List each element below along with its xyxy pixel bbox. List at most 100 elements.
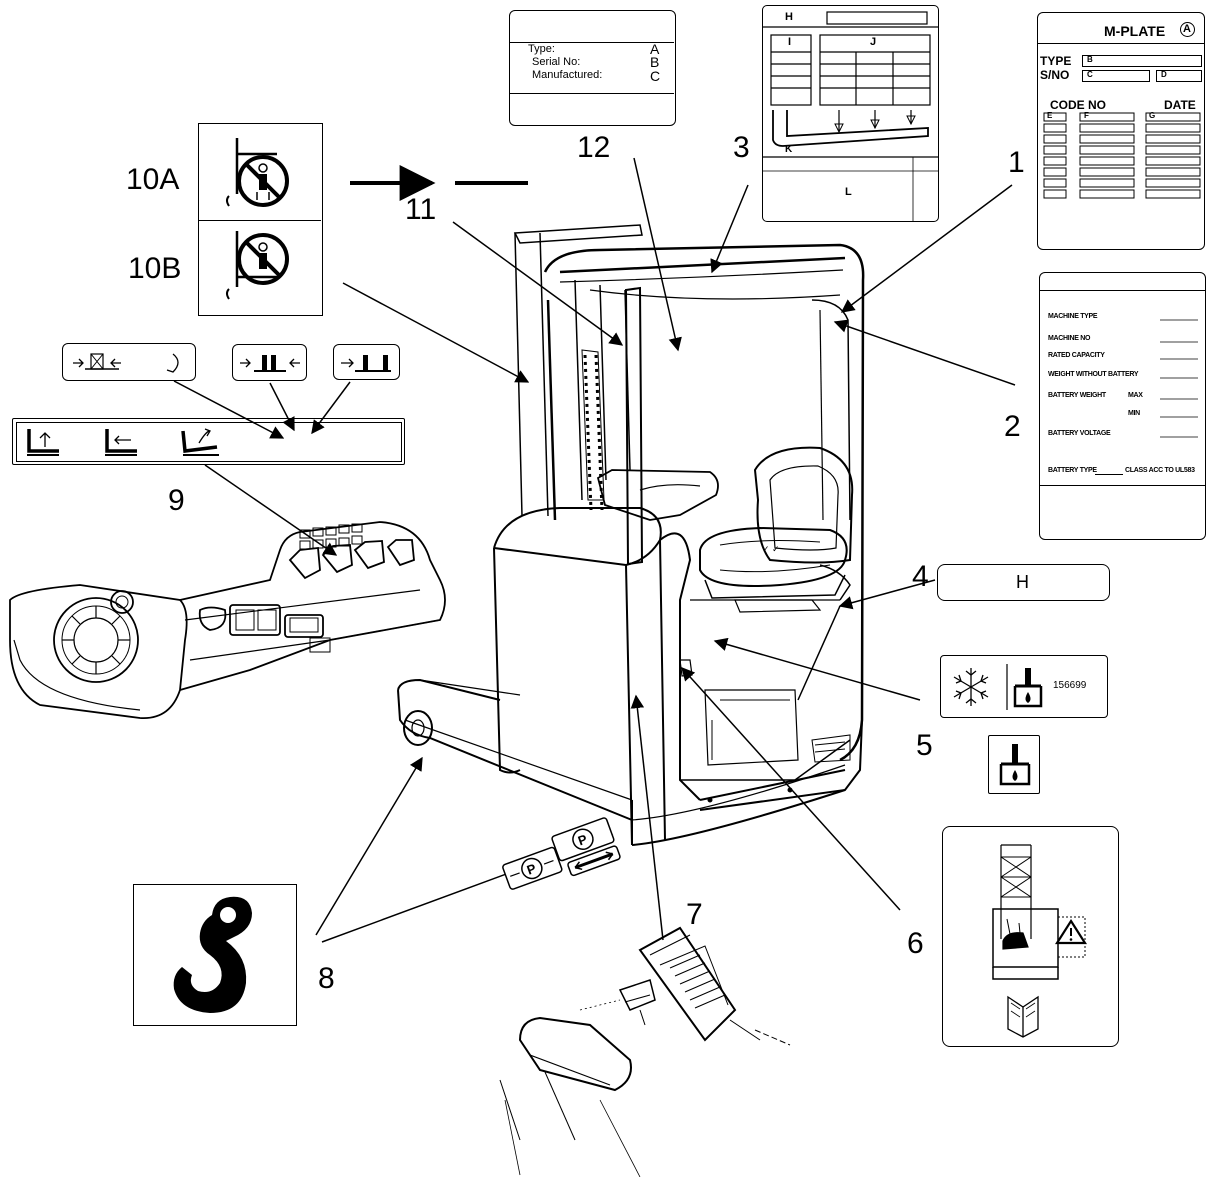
decal-6-artwork [992,844,1088,1038]
battery-voltage-label: BATTERY VOLTAGE [1048,430,1111,437]
snowflake-icon [953,668,989,706]
tilt-icon [181,428,219,456]
lift-icon [27,429,59,456]
lower-icon [105,429,137,456]
circle-a-label: A [1183,23,1191,35]
decal-4-label: H [1016,572,1029,592]
pedal-area [499,926,791,1177]
decal-10-no-passenger [198,123,323,316]
m-plate-date-label: DATE [1164,98,1196,112]
no-passenger-icon [226,231,289,300]
hook-icon [173,896,252,1013]
battery-weight-max-label: MAX [1128,392,1143,399]
capacity-plate-grid [763,11,938,221]
truck-mini-icon [992,844,1059,980]
class-acc-label: CLASS ACC TO UL583 [1125,467,1195,474]
callout-9: 9 [168,484,185,517]
machine-plate: MACHINE TYPE MACHINE NO RATED CAPACITY W… [1039,272,1206,540]
circle-a-badge: A [1180,22,1195,37]
hydraulic-oil-icon [1013,668,1043,708]
pedal-tread [669,954,726,1009]
decal-9-tilt-rotate [62,343,196,381]
svg-text:✓ ✓: ✓ ✓ [762,544,780,554]
side-shift-icon [240,355,300,372]
m-plate-g-label: G [1149,111,1156,120]
callout-7: 7 [686,898,703,931]
callout-12: 12 [577,131,611,164]
truck-body [397,507,863,846]
machine-plate-bottom-rule [1040,485,1205,486]
decal-9-lift-lower-tilt [12,418,405,465]
m-plate-d-box: D [1156,70,1202,82]
guard-post [624,286,644,566]
reach-icon [341,355,391,372]
callout-10a: 10A [126,163,180,196]
decal-6-read-manual [942,826,1119,1047]
armrest-console [596,469,719,521]
decal-5-part-no: 156699 [1053,680,1087,691]
callout-6: 6 [907,927,924,960]
rated-capacity-label: RATED CAPACITY [1048,352,1105,359]
battery-type-label: BATTERY TYPE [1048,467,1097,474]
callout-lines [173,157,1016,943]
mast-chain [583,354,604,511]
decal-7-parking-brake: P P [502,817,621,890]
warning-triangle-icon [1054,916,1088,958]
no-passenger-icon [226,138,289,207]
battery-type-blank [1095,474,1123,475]
capacity-k-label: K [785,144,793,155]
decal-9-reach [333,344,400,380]
operator-seat: ✓ ✓ [699,446,854,601]
type-plate-bottom-rule [510,93,674,94]
decal-9-side-shift [232,344,307,381]
m-plate-sno-label: S/NO [1040,68,1070,82]
capacity-i-label: I [788,36,792,48]
weight-without-battery-label: WEIGHT WITHOUT BATTERY [1048,371,1139,378]
callout-8: 8 [318,962,335,995]
m-plate: M-PLATE A TYPE B S/NO C D CODE NO DATE [1037,12,1205,250]
type-value: A [650,41,660,57]
m-plate-title: M-PLATE [1104,23,1166,39]
m-plate-c-label: C [1087,70,1093,79]
control-console [9,521,446,719]
callout-3: 3 [733,131,750,164]
type-plate-top-rule [510,42,674,43]
battery-weight-min-label: MIN [1128,410,1140,417]
machine-type-label: MACHINE TYPE [1048,313,1098,320]
m-plate-rule [1038,43,1204,44]
hydraulic-oil-icon [999,744,1031,786]
callout-11: 11 [405,193,437,226]
tilt-rotate-icon [73,353,179,373]
manual-book-icon [1007,995,1039,1038]
manufactured-label: Manufactured: [532,69,603,81]
callout-2: 2 [1004,410,1021,443]
decal-9-icons [27,428,219,456]
decal-9-inner-frame [16,422,402,462]
callout-5: 5 [916,729,933,762]
type-plate: Type: A Serial No: B Manufactured: C [509,10,676,126]
machine-plate-blanks [1160,319,1198,438]
callout-10b: 10B [128,252,182,285]
battery-weight-label: BATTERY WEIGHT [1048,392,1106,399]
m-plate-c-box: C [1082,70,1150,82]
decal-8-lifting-point [133,884,297,1026]
m-plate-code-table [1043,112,1201,199]
manufactured-value: C [650,68,661,84]
m-plate-f-label: F [1084,111,1089,120]
m-plate-e-label: E [1047,111,1053,120]
decal-5-oil [988,735,1040,794]
capacity-h-label: H [785,11,793,23]
capacity-j-label: J [870,36,877,48]
capacity-plate: H I J K L [762,5,939,222]
m-plate-b-label: B [1087,55,1093,64]
m-plate-code-no-label: CODE NO [1050,98,1107,112]
m-plate-type-label: TYPE [1040,54,1072,68]
decal-10-divider [199,220,321,221]
callout-1: 1 [1008,146,1025,179]
decal-4: H [937,564,1110,601]
machine-no-label: MACHINE NO [1048,335,1091,342]
m-plate-d-label: D [1161,70,1167,79]
type-label: Type: [528,43,555,55]
